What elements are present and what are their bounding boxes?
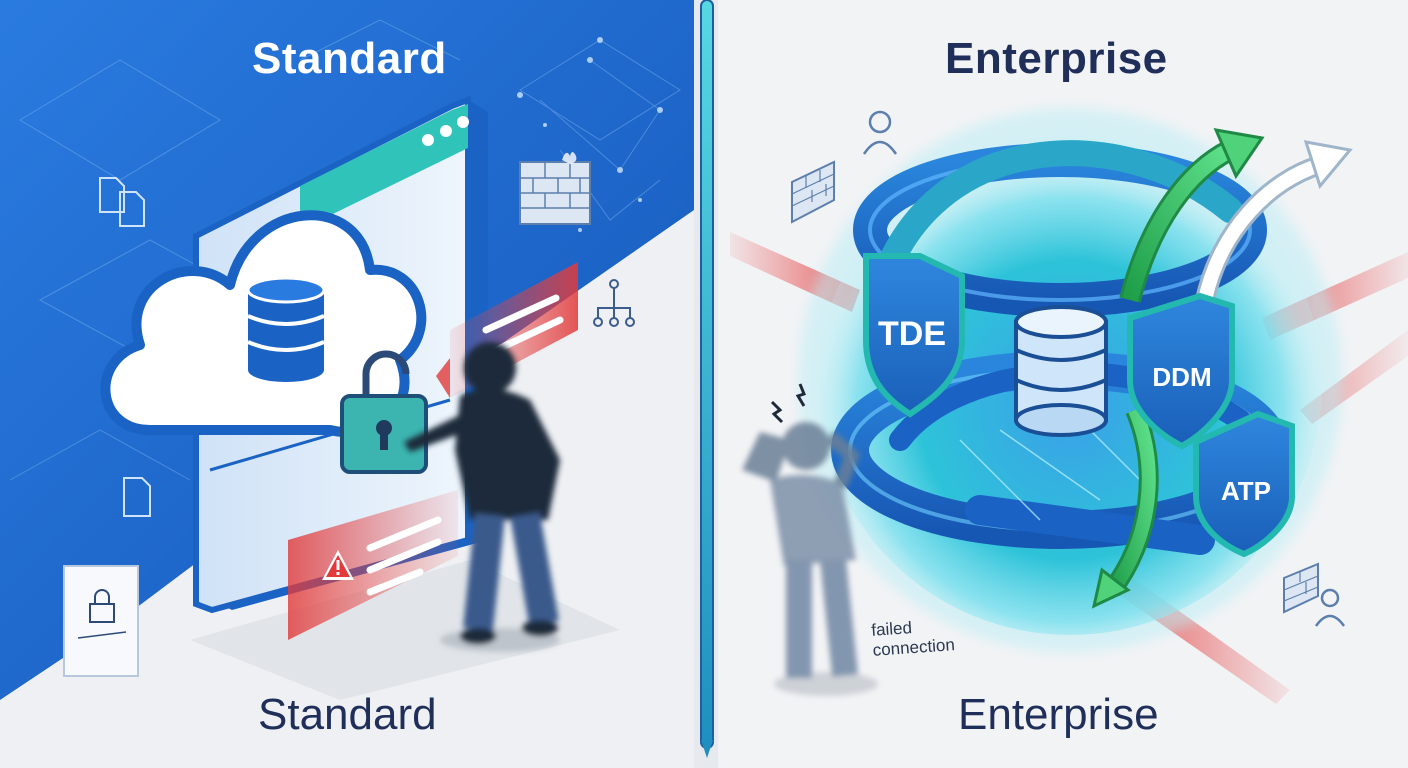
hacker-figure (404, 342, 560, 652)
panel-divider (694, 0, 718, 768)
failed-connection-label: failed connection (871, 615, 956, 661)
stress-lightning-icon (770, 383, 806, 424)
user-icon (862, 110, 898, 155)
firewall-icon (519, 152, 591, 225)
lock-card-icon (63, 565, 139, 677)
shield-label-tde: TDE (878, 315, 946, 353)
secure-database-icon (1014, 305, 1108, 437)
shield-tde: TDE (863, 253, 965, 418)
alert-banner-bottom (288, 490, 458, 640)
firewall-icon-bottom (1283, 562, 1319, 614)
user-icon-bottom (1314, 588, 1346, 627)
hierarchy-icon (593, 279, 635, 327)
enterprise-panel: TDE DDM ATP (718, 0, 1408, 768)
standard-title-bottom: Standard (258, 690, 437, 739)
shield-label-ddm: DDM (1152, 362, 1211, 392)
database-icon (246, 276, 326, 382)
frustrated-user-figure (742, 422, 878, 696)
document-icon (99, 177, 151, 517)
firewall-icon-enterprise (791, 160, 835, 224)
shield-atp: ATP (1193, 410, 1295, 558)
standard-title-top: Standard (252, 34, 447, 83)
shield-ddm: DDM (1127, 292, 1235, 450)
enterprise-title-top: Enterprise (945, 34, 1168, 83)
standard-panel (0, 0, 694, 768)
warning-icon (322, 550, 354, 580)
shield-label-atp: ATP (1221, 476, 1271, 506)
allowed-flow-arrows (1091, 128, 1353, 609)
enterprise-title-bottom: Enterprise (958, 690, 1159, 739)
